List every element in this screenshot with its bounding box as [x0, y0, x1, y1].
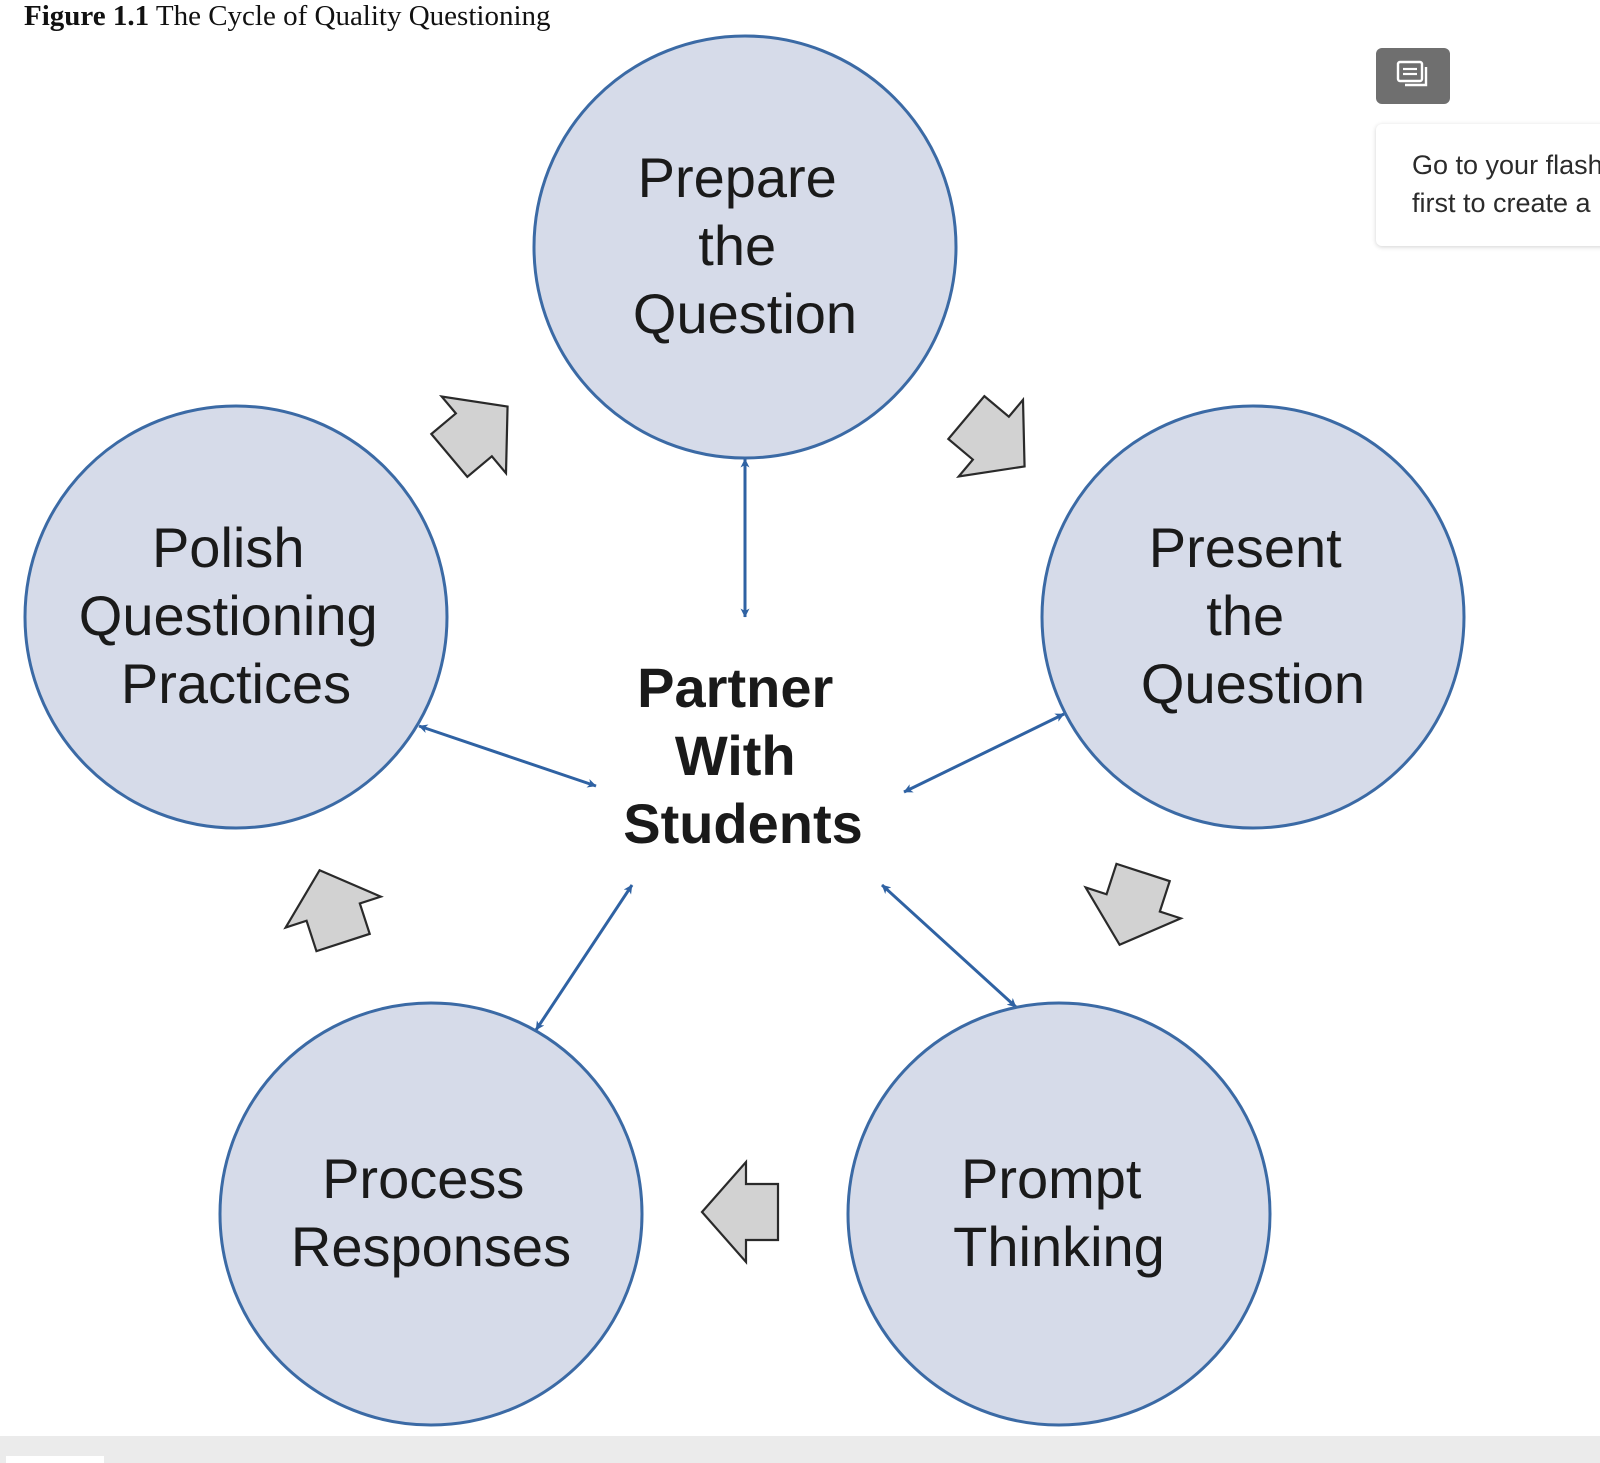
- flashcard-tooltip: Go to your flash first to create a: [1376, 124, 1600, 246]
- flashcard-icon: [1396, 59, 1430, 94]
- node-prepare-label: Prepare the Question: [633, 146, 857, 345]
- bottom-bar: [0, 1436, 1600, 1463]
- link-center-present: [903, 712, 1065, 794]
- cycle-arrow-prompt-to-process: [700, 1159, 780, 1265]
- link-center-polish: [418, 724, 597, 788]
- node-prepare: Prepare the Question: [532, 34, 958, 460]
- flashcard-button[interactable]: [1376, 48, 1450, 104]
- center-line-3: Students: [623, 792, 863, 855]
- node-present-circle: [1040, 404, 1466, 830]
- node-polish: Polish Questioning Practices: [23, 404, 449, 830]
- node-polish-label: Polish Questioning Practices: [79, 516, 393, 715]
- cycle-nodes: Prepare the Question Present the Questio…: [23, 34, 1466, 1427]
- node-present-label: Present the Question: [1141, 516, 1365, 715]
- node-process: Process Responses: [218, 1001, 644, 1427]
- node-present-line-2: the: [1206, 584, 1284, 647]
- node-prepare-circle: [532, 34, 958, 460]
- node-prepare-line-3: Question: [633, 282, 857, 345]
- cycle-arrows: [283, 394, 1184, 1265]
- center-label: Partner With Students: [623, 656, 863, 855]
- node-polish-line-3: Practices: [121, 652, 351, 715]
- node-present: Present the Question: [1040, 404, 1466, 830]
- flashcard-tooltip-line-2: first to create a: [1412, 188, 1591, 218]
- figure-title: The Cycle of Quality Questioning: [155, 0, 551, 32]
- cycle-arrow-prepare-to-present: [946, 394, 1026, 478]
- link-center-process: [534, 884, 634, 1031]
- center-line-2: With: [675, 724, 796, 787]
- node-prompt-label: Prompt Thinking: [953, 1147, 1165, 1278]
- node-prompt-line-2: Thinking: [953, 1215, 1165, 1278]
- bottom-tab[interactable]: [6, 1456, 104, 1463]
- figure-caption: Figure 1.1 The Cycle of Quality Question…: [24, 0, 551, 33]
- center-links: [418, 458, 1065, 1031]
- link-center-prompt: [880, 883, 1018, 1009]
- cycle-arrow-polish-to-prepare: [429, 395, 509, 479]
- node-process-circle: [218, 1001, 644, 1427]
- node-present-line-1: Present: [1149, 516, 1342, 579]
- node-prepare-line-1: Prepare: [638, 146, 837, 209]
- cycle-arrow-present-to-prompt: [1083, 862, 1184, 947]
- center-line-1: Partner: [637, 656, 833, 719]
- node-polish-line-1: Polish: [152, 516, 305, 579]
- node-present-line-3: Question: [1141, 652, 1365, 715]
- figure-number: Figure 1.1: [24, 0, 150, 32]
- node-process-line-1: Process: [322, 1147, 524, 1210]
- node-polish-line-2: Questioning: [79, 584, 378, 647]
- node-process-label: Process Responses: [291, 1147, 571, 1278]
- node-process-line-2: Responses: [291, 1215, 571, 1278]
- node-polish-circle: [23, 404, 449, 830]
- node-prepare-line-2: the: [698, 214, 776, 277]
- node-prompt-circle: [846, 1001, 1272, 1427]
- cycle-arrow-process-to-polish: [283, 868, 384, 953]
- flashcard-tooltip-line-1: Go to your flash: [1412, 150, 1600, 180]
- node-prompt-line-1: Prompt: [961, 1147, 1142, 1210]
- node-prompt: Prompt Thinking: [846, 1001, 1272, 1427]
